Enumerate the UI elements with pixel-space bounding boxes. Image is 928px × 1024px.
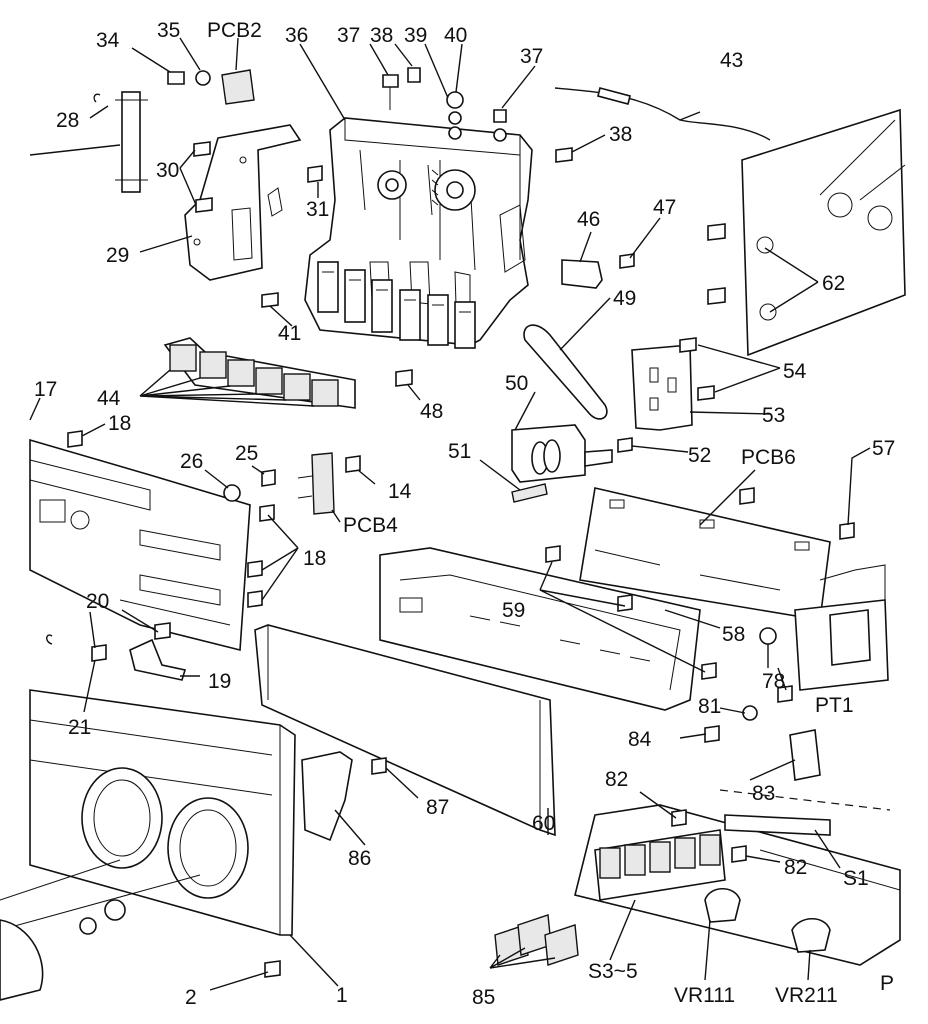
label-2: 2 [185, 986, 197, 1009]
label-53: 53 [762, 404, 785, 427]
leader-lines [29, 37, 871, 991]
label-40: 40 [444, 24, 467, 47]
label-82-upper: 82 [605, 768, 628, 791]
label-31: 31 [306, 198, 329, 221]
transformer-pt1 [759, 564, 889, 703]
label-pt1: PT1 [815, 694, 854, 717]
label-18-upper: 18 [108, 412, 131, 435]
label-s3-5: S3~5 [588, 960, 638, 983]
label-30: 30 [156, 159, 179, 182]
rear-panel [707, 108, 906, 357]
label-38-top: 38 [370, 24, 393, 47]
label-51: 51 [448, 440, 471, 463]
label-29: 29 [106, 244, 129, 267]
front-panel-1 [0, 689, 296, 1001]
label-28: 28 [56, 109, 79, 132]
label-62: 62 [822, 272, 845, 295]
label-35: 35 [157, 19, 180, 42]
label-26: 26 [180, 450, 203, 473]
bracket-86 [301, 751, 353, 842]
label-41: 41 [278, 322, 301, 345]
knobs-85 [494, 914, 579, 966]
pcb4-board [311, 452, 335, 515]
display-housing-58 [379, 545, 717, 711]
label-50: 50 [505, 372, 528, 395]
label-pcb4: PCB4 [343, 514, 398, 537]
label-59: 59 [502, 599, 525, 622]
label-19: 19 [208, 670, 231, 693]
bracket-83 [789, 729, 821, 781]
label-38-right: 38 [609, 123, 632, 146]
label-20: 20 [86, 590, 109, 613]
bottom-pcb [574, 789, 901, 966]
label-46: 46 [577, 208, 600, 231]
side-bracket-29 [184, 124, 302, 281]
buttons-44 [163, 337, 356, 409]
part-number-labels: 34 35 PCB2 36 37 38 39 40 37 43 28 30 31… [34, 19, 895, 1009]
shaft-28 [29, 91, 148, 193]
label-21: 21 [68, 716, 91, 739]
label-85: 85 [472, 986, 495, 1009]
pcb2-board [167, 69, 255, 105]
label-17: 17 [34, 378, 57, 401]
label-pcb6: PCB6 [741, 446, 796, 469]
label-57: 57 [872, 437, 895, 460]
label-49: 49 [613, 287, 636, 310]
wire-43 [554, 87, 771, 141]
cassette-mechanism-chassis [304, 117, 533, 349]
label-18-lower: 18 [303, 547, 326, 570]
label-54: 54 [783, 360, 807, 383]
motor-50 [511, 424, 633, 483]
label-37-top: 37 [337, 24, 360, 47]
front-subchassis [29, 430, 276, 652]
label-82-lower: 82 [784, 856, 807, 879]
label-vr111: VR111 [674, 984, 735, 1007]
screw-81 [742, 705, 758, 721]
label-p: P [880, 972, 894, 995]
label-83: 83 [752, 782, 775, 805]
bracket-46 [561, 259, 603, 289]
belt-49 [523, 324, 608, 420]
label-vr211: VR211 [775, 984, 838, 1007]
label-87: 87 [426, 796, 449, 819]
label-14: 14 [388, 480, 412, 503]
label-47: 47 [653, 196, 676, 219]
label-43: 43 [720, 49, 743, 72]
label-25: 25 [235, 442, 258, 465]
bracket-19 [129, 638, 187, 681]
label-44: 44 [97, 387, 121, 410]
label-37-right: 37 [520, 45, 543, 68]
label-s1: S1 [843, 867, 869, 890]
label-78: 78 [762, 670, 785, 693]
label-39: 39 [404, 24, 427, 47]
label-58: 58 [722, 623, 745, 646]
label-84: 84 [628, 728, 652, 751]
label-pcb2: PCB2 [207, 19, 262, 42]
label-81: 81 [698, 695, 721, 718]
label-86: 86 [348, 847, 371, 870]
pcb-53 [631, 344, 693, 431]
label-34: 34 [96, 29, 120, 52]
label-1: 1 [336, 984, 348, 1007]
label-48: 48 [420, 400, 443, 423]
label-36: 36 [285, 24, 308, 47]
part-51 [511, 483, 548, 503]
label-52: 52 [688, 444, 711, 467]
label-60: 60 [532, 812, 555, 835]
